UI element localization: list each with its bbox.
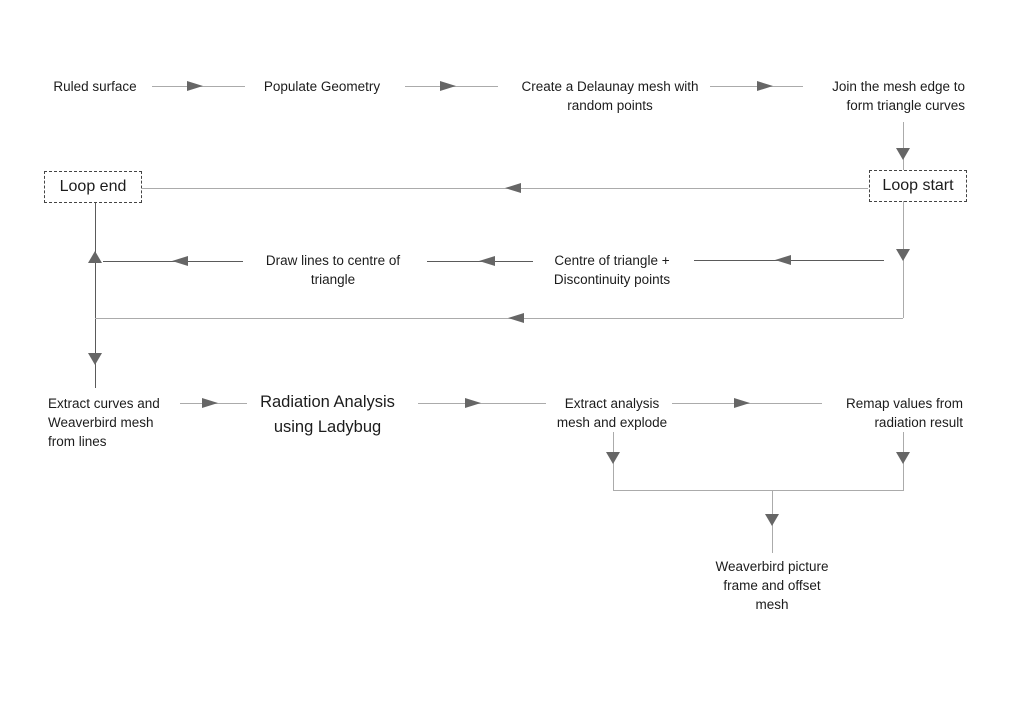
edge-left-trunk-line <box>95 203 96 388</box>
node-radiation-analysis: Radiation Analysis using Ladybug <box>260 393 395 436</box>
loop-end-label: Loop end <box>59 178 127 195</box>
arrow-down-icon <box>896 148 910 160</box>
edge-join-to-loopstart-line <box>903 122 904 170</box>
node-populate-geometry: Populate Geometry <box>263 79 381 94</box>
node-extract-curves: Extract curves and Weaverbird mesh from … <box>48 396 160 449</box>
arrow-right-icon <box>757 81 773 91</box>
arrow-down-icon <box>896 249 910 261</box>
arrow-down-icon <box>88 353 102 365</box>
arrow-right-icon <box>202 398 218 408</box>
arrow-right-icon <box>734 398 750 408</box>
arrow-right-icon <box>465 398 481 408</box>
node-extract-analysis: Extract analysis mesh and explode <box>556 396 668 430</box>
arrow-left-icon <box>775 255 791 265</box>
arrow-left-icon <box>505 183 521 193</box>
node-weaverbird-frame: Weaverbird picture frame and offset mesh <box>715 559 829 612</box>
node-centre-of-triangle: Centre of triangle + Discontinuity point… <box>553 253 671 287</box>
edge-radiation-to-analysis-line <box>418 403 546 404</box>
arrow-down-icon <box>765 514 779 526</box>
loop-start-label: Loop start <box>882 177 954 194</box>
edge-loopstart-to-loopend-line <box>141 188 868 189</box>
edge-delaunay-to-join-line <box>710 86 803 87</box>
arrow-left-icon <box>479 256 495 266</box>
arrow-left-icon <box>508 313 524 323</box>
arrow-down-icon <box>896 452 910 464</box>
edge-loopstart-to-extract-line <box>95 318 903 319</box>
node-draw-lines: Draw lines to centre of triangle <box>265 253 401 287</box>
node-ruled-surface: Ruled surface <box>53 79 137 94</box>
arrow-down-icon <box>606 452 620 464</box>
node-loop-end: Loop end <box>44 171 142 203</box>
arrow-up-icon <box>88 251 102 263</box>
node-join-mesh-edge: Join the mesh edge to form triangle curv… <box>832 79 965 113</box>
node-loop-start: Loop start <box>869 170 967 202</box>
node-delaunay-mesh: Create a Delaunay mesh with random point… <box>521 79 699 113</box>
edge-merge-bracket-line <box>613 490 904 491</box>
arrow-right-icon <box>187 81 203 91</box>
arrow-left-icon <box>172 256 188 266</box>
arrow-right-icon <box>440 81 456 91</box>
node-remap-values: Remap values from radiation result <box>845 396 963 430</box>
